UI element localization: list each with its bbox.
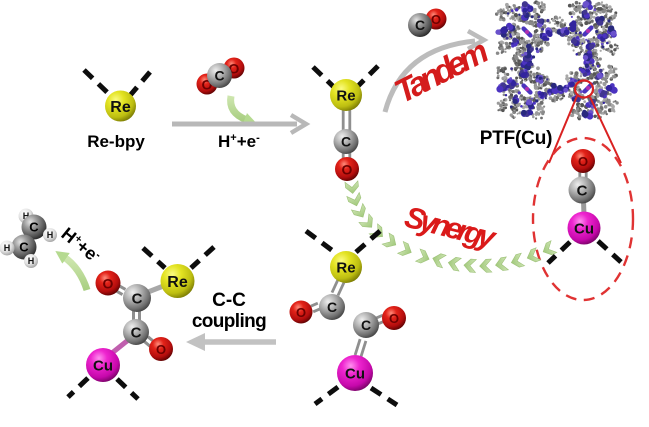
svg-text:O: O (431, 12, 441, 27)
svg-text:Re: Re (110, 99, 131, 116)
svg-text:C: C (214, 68, 224, 84)
svg-text:H: H (28, 256, 35, 266)
svg-text:C: C (415, 17, 425, 33)
svg-text:O: O (202, 77, 213, 93)
svg-text:C: C (361, 317, 371, 333)
svg-text:C: C (327, 299, 337, 315)
svg-text:C: C (577, 182, 588, 199)
svg-text:O: O (296, 305, 306, 320)
svg-text:H: H (4, 243, 11, 253)
svg-text:O: O (156, 342, 166, 357)
svg-text:O: O (103, 276, 114, 292)
svg-text:PTF(Cu): PTF(Cu) (480, 128, 552, 149)
svg-text:Cu: Cu (345, 365, 365, 382)
svg-text:C: C (132, 290, 143, 307)
svg-text:coupling: coupling (192, 311, 266, 332)
svg-text:H++e-: H++e- (218, 132, 260, 151)
svg-text:O: O (229, 61, 240, 77)
svg-text:C: C (29, 220, 39, 235)
svg-text:Re: Re (336, 87, 355, 104)
svg-text:Cu: Cu (574, 220, 594, 237)
svg-text:C: C (341, 134, 351, 150)
svg-text:Cu: Cu (93, 357, 113, 374)
svg-text:C: C (19, 240, 29, 255)
svg-text:O: O (342, 162, 353, 178)
svg-text:H: H (23, 211, 30, 221)
svg-text:O: O (578, 154, 588, 169)
svg-text:C: C (131, 324, 142, 341)
svg-text:C-C: C-C (212, 290, 246, 311)
svg-text:Re-bpy: Re-bpy (87, 132, 145, 151)
svg-text:Re: Re (167, 274, 188, 291)
svg-text:O: O (389, 311, 399, 326)
svg-text:H: H (47, 230, 54, 240)
svg-text:Re: Re (336, 259, 355, 276)
